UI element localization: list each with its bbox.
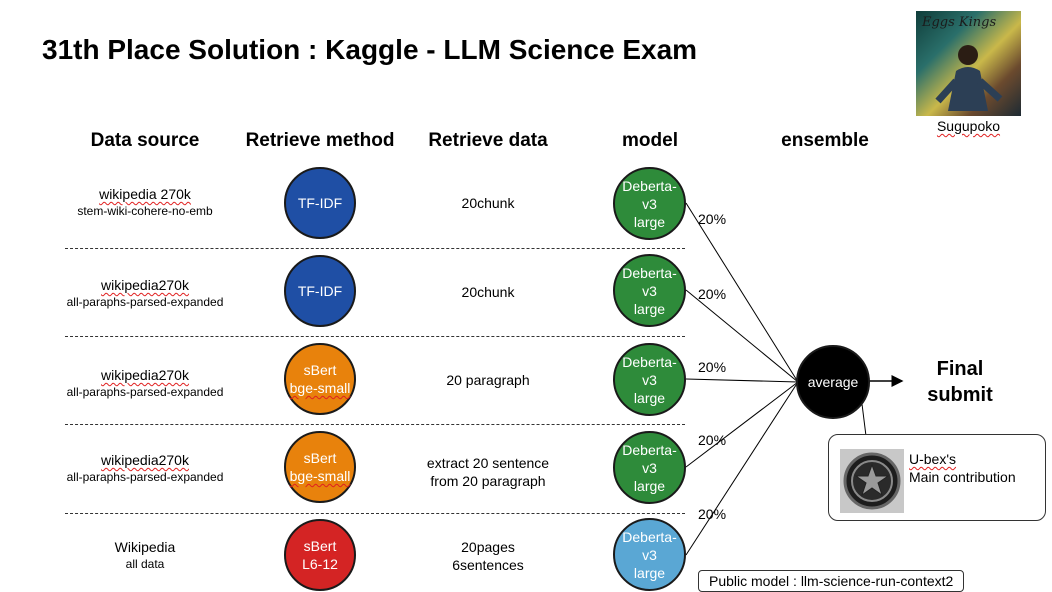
connector-row3 [685,378,799,383]
retrieve-method-row4: sBert bge-small [284,431,356,503]
header-data-source: Data source [90,130,200,151]
connector-row4 [685,381,799,468]
retrieve-method-row5: sBert L6-12 [284,519,356,591]
weight-row3: 20% [698,359,727,375]
author-name: Sugupoko [936,118,1001,134]
retrieve-data-row4: extract 20 sentence from 20 paragraph [426,455,550,489]
data-source-row3: wikipedia270k all-paraphs-parsed-expande… [66,367,224,399]
public-model-label: Public model : llm-science-run-context2 [698,570,965,592]
retrieve-method-row3: sBert bge-small [284,343,356,415]
row-divider-1 [65,248,685,249]
retrieve-method-row2: TF-IDF [284,255,356,327]
data-source-row5: Wikipedia all data [114,539,176,571]
retrieve-method-row1: TF-IDF [284,167,356,239]
contribution-callout: U-bex's Main contribution [828,434,1046,521]
weight-row5: 20% [698,506,727,522]
retrieve-data-row5: 20pages 6sentences [452,539,524,573]
retrieve-data-row2: 20chunk [461,284,515,300]
connector-row5 [685,381,799,556]
slide-title: 31th Place Solution : Kaggle - LLM Scien… [42,34,698,65]
weight-row1: 20% [698,211,727,227]
model-row3: Deberta-v3 large [613,343,686,416]
star-badge-icon [840,449,904,513]
photo-lettering: Eggs Kings [922,15,997,30]
retrieve-data-row3: 20 paragraph [446,372,530,388]
model-row2: Deberta-v3 large [613,254,686,327]
data-source-row1: wikipedia 270k stem-wiki-cohere-no-emb [77,186,213,218]
header-model: model [622,130,678,151]
weight-row4: 20% [698,432,727,448]
author-photo: Eggs Kings [916,11,1021,116]
model-row5: Deberta-v3 large [613,518,686,591]
row-divider-2 [65,336,685,337]
header-retrieve-data: Retrieve data [428,130,548,151]
connector-row2 [685,289,799,383]
connector-row1 [685,202,799,383]
header-ensemble: ensemble [781,130,869,151]
model-row4: Deberta-v3 large [613,431,686,504]
row-divider-4 [65,513,685,514]
data-source-row4: wikipedia270k all-paraphs-parsed-expande… [66,452,224,484]
data-source-row2: wikipedia270k all-paraphs-parsed-expande… [66,277,224,309]
row-divider-3 [65,424,685,425]
retrieve-data-row1: 20chunk [461,195,515,211]
callout-text: U-bex's Main contribution [909,451,1016,485]
callout-pointer [861,403,867,437]
ensemble-average-node: average [796,345,870,419]
final-submit-label: Final submit [927,358,993,406]
weight-row2: 20% [698,286,727,302]
header-retrieve-method: Retrieve method [245,130,395,151]
model-row1: Deberta-v3 large [613,167,686,240]
